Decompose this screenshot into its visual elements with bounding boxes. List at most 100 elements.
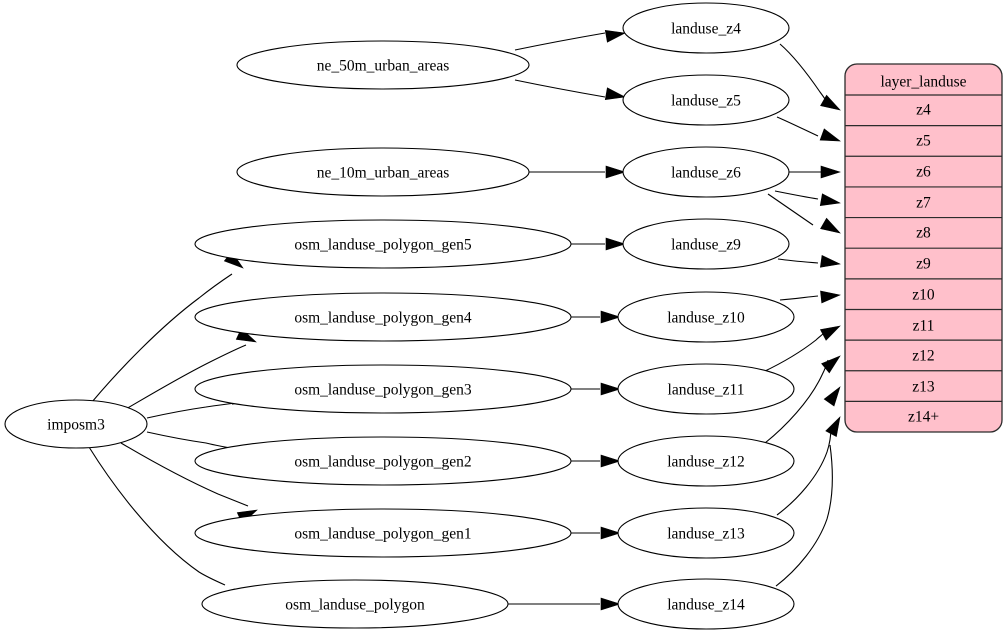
edges-layer [88,32,833,605]
arrowhead [821,355,841,374]
arrowhead [604,30,626,43]
table-row-z9[interactable]: z9 [916,256,931,273]
edge-imposm3-to-osm_landuse_polygon_gen1 [120,442,249,507]
table-row-z5[interactable]: z5 [916,133,931,150]
arrowhead [600,526,621,540]
table-row-z4[interactable]: z4 [916,102,931,119]
node-landuse_z14[interactable]: landuse_z14 [617,578,795,630]
node-shape-landuse_z9[interactable] [622,218,790,270]
node-label-ne_50m_urban_areas: ne_50m_urban_areas [317,58,450,75]
node-shape-landuse_z5[interactable] [622,74,790,126]
arrowhead [605,237,626,251]
node-shape-landuse_z13[interactable] [617,507,795,559]
edge-landuse_z13-to-z13 [776,426,832,516]
arrowhead [819,254,841,268]
node-landuse_z4[interactable]: landuse_z4 [622,2,790,54]
arrowhead [820,165,841,179]
edge-imposm3-to-osm_landuse_polygon_gen4 [125,344,247,410]
node-label-landuse_z11: landuse_z11 [668,382,745,399]
node-landuse_z10[interactable]: landuse_z10 [617,291,795,343]
edge-landuse_z5-to-z5 [776,116,819,137]
arrowhead [825,416,841,438]
node-label-landuse_z13: landuse_z13 [667,526,745,543]
node-shape-imposm3[interactable] [4,399,148,449]
node-shape-landuse_z10[interactable] [617,291,795,343]
table-row-z6[interactable]: z6 [916,164,931,181]
node-shape-ne_50m_urban_areas[interactable] [236,40,530,90]
node-osm_landuse_polygon_gen1[interactable]: osm_landuse_polygon_gen1 [194,508,572,558]
edge-landuse_z11-to-z11 [762,332,825,373]
edge-imposm3-to-osm_landuse_polygon_gen5 [91,273,233,403]
node-osm_landuse_polygon_gen5[interactable]: osm_landuse_polygon_gen5 [194,219,572,269]
layer-landuse-table[interactable]: layer_landuse z4 z5 z6 z7 z8 z9 z10 z11 z12 z13 z14… [844,63,1003,433]
node-landuse_z12[interactable]: landuse_z12 [617,435,795,487]
table-row-z14+[interactable]: z14+ [908,409,939,426]
arrowhead [600,310,621,324]
node-landuse_z13[interactable]: landuse_z13 [617,507,795,559]
table-title: layer_landuse [880,74,966,91]
node-shape-landuse_z14[interactable] [617,578,795,630]
table-row-z13[interactable]: z13 [912,379,935,396]
node-osm_landuse_polygon_gen2[interactable]: osm_landuse_polygon_gen2 [194,436,572,486]
edge-landuse_z10-to-z10 [779,295,819,301]
node-osm_landuse_polygon[interactable]: osm_landuse_polygon [201,579,509,629]
node-shape-osm_landuse_polygon_gen3[interactable] [194,364,572,414]
arrowhead [819,325,841,341]
node-osm_landuse_polygon_gen4[interactable]: osm_landuse_polygon_gen4 [194,292,572,342]
table-row-z10[interactable]: z10 [912,287,935,304]
node-shape-landuse_z6[interactable] [622,146,790,198]
edge-landuse_z9-to-z9 [777,258,819,264]
arrowhead [600,382,621,396]
arrowhead [820,290,841,304]
node-ne_10m_urban_areas[interactable]: ne_10m_urban_areas [236,147,530,197]
arrowhead [600,597,621,611]
node-osm_landuse_polygon_gen3[interactable]: osm_landuse_polygon_gen3 [194,364,572,414]
node-label-landuse_z6: landuse_z6 [671,165,741,182]
edge-imposm3-to-osm_landuse_polygon_gen3 [146,401,243,419]
edge-imposm3-to-osm_landuse_polygon [88,446,226,586]
node-label-osm_landuse_polygon_gen3: osm_landuse_polygon_gen3 [294,382,472,399]
node-shape-landuse_z12[interactable] [617,435,795,487]
node-imposm3[interactable]: imposm3 [4,399,148,449]
edge-landuse_z14-to-z14+ [775,444,833,587]
arrowhead [600,454,621,468]
edge-landuse_z6-to-z7 [774,190,819,200]
arrowhead [820,94,841,111]
node-label-landuse_z4: landuse_z4 [671,21,741,38]
node-shape-landuse_z4[interactable] [622,2,790,54]
node-shape-osm_landuse_polygon[interactable] [201,579,509,629]
node-landuse_z5[interactable]: landuse_z5 [622,74,790,126]
node-shape-osm_landuse_polygon_gen2[interactable] [194,436,572,486]
node-shape-ne_10m_urban_areas[interactable] [236,147,530,197]
table-row-z7[interactable]: z7 [916,195,931,212]
edge-ne_50m_urban_areas-to-landuse_z5 [514,79,606,98]
arrowhead [820,217,841,234]
node-label-ne_10m_urban_areas: ne_10m_urban_areas [317,165,450,182]
node-landuse_z6[interactable]: landuse_z6 [622,146,790,198]
table-row-z11[interactable]: z11 [913,318,935,335]
node-ne_50m_urban_areas[interactable]: ne_50m_urban_areas [236,40,530,90]
edge-ne_50m_urban_areas-to-landuse_z4 [514,32,606,51]
node-shape-osm_landuse_polygon_gen1[interactable] [194,508,572,558]
node-label-landuse_z12: landuse_z12 [667,454,744,471]
node-label-osm_landuse_polygon_gen5: osm_landuse_polygon_gen5 [294,237,472,254]
node-label-landuse_z9: landuse_z9 [671,237,741,254]
nodes-layer: imposm3 ne_50m_urban_areas ne_10m_urban_ar… [4,2,795,630]
node-shape-landuse_z11[interactable] [617,363,795,415]
node-label-landuse_z5: landuse_z5 [671,93,741,110]
table-row-z8[interactable]: z8 [916,225,931,242]
edge-landuse_z6-to-z8 [767,193,814,226]
arrowhead [823,386,841,407]
table-row-z12[interactable]: z12 [912,348,934,365]
node-label-osm_landuse_polygon: osm_landuse_polygon [285,597,425,614]
node-landuse_z9[interactable]: landuse_z9 [622,218,790,270]
node-landuse_z11[interactable]: landuse_z11 [617,363,795,415]
node-label-landuse_z14: landuse_z14 [667,597,745,614]
node-label-landuse_z10: landuse_z10 [667,310,745,327]
node-shape-osm_landuse_polygon_gen5[interactable] [194,219,572,269]
arrowhead [819,193,841,206]
node-shape-osm_landuse_polygon_gen4[interactable] [194,292,572,342]
arrowheads-layer [214,30,841,611]
